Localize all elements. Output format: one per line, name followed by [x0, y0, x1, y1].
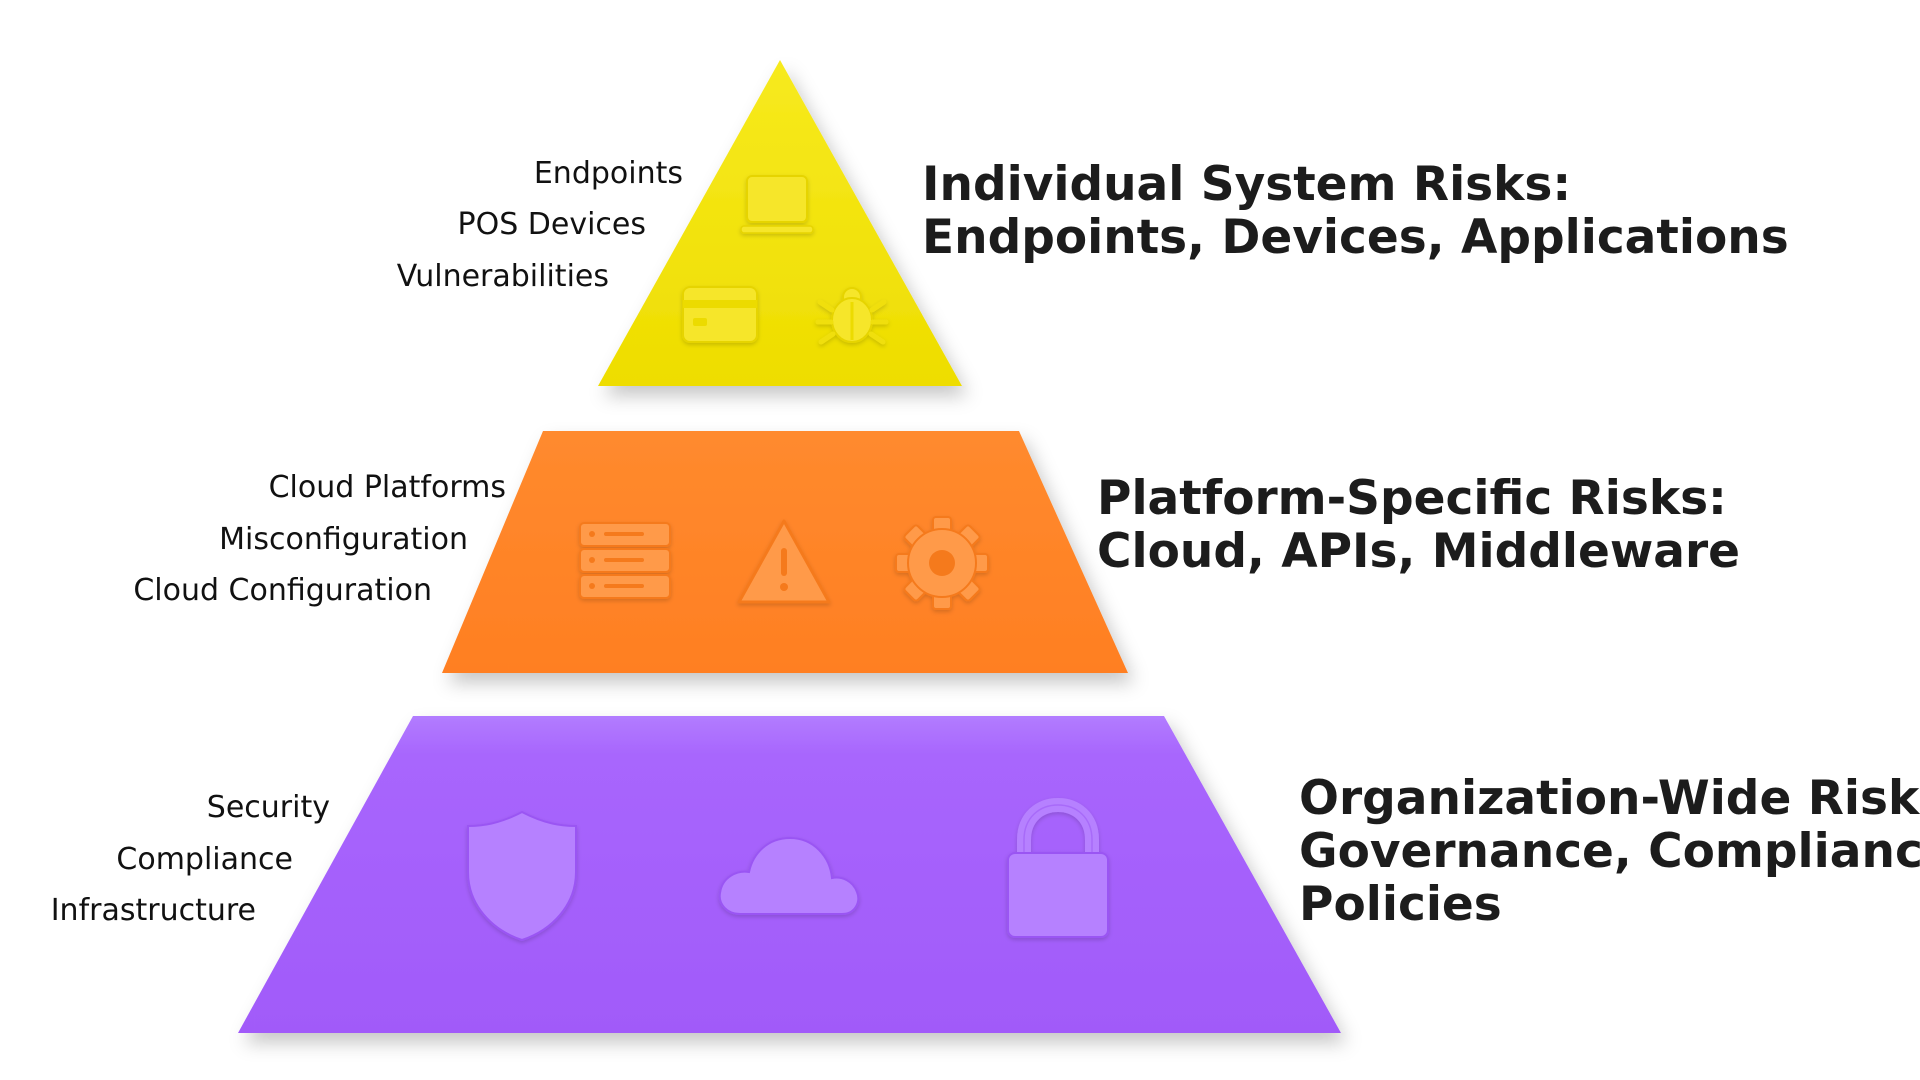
tier-bottom-label-1: Security [206, 790, 330, 825]
tier-middle-label-3: Cloud Configuration [133, 573, 432, 608]
laptop-icon [740, 175, 814, 234]
tier-bottom-heading-line-1: Organization-Wide Risks: [1299, 771, 1920, 826]
gear-icon [895, 516, 989, 610]
tier-bottom-label-3: Infrastructure [50, 893, 256, 928]
tier-middle-heading-line-2: Cloud, APIs, Middleware [1097, 524, 1741, 579]
tier-bottom-heading: Organization-Wide Risks: Governance, Com… [1299, 772, 1920, 931]
tier-bottom-heading-line-3: Policies [1299, 877, 1502, 932]
tier-top-label-3: Vulnerabilities [396, 259, 609, 294]
tier-top-heading-line-1: Individual System Risks: [922, 157, 1572, 212]
tier-middle-label-2: Misconfiguration [219, 522, 468, 557]
tier-middle-heading-line-1: Platform-Specific Risks: [1097, 471, 1727, 526]
tier-middle-heading: Platform-Specific Risks: Cloud, APIs, Mi… [1097, 472, 1740, 578]
tier-middle-label-1: Cloud Platforms [268, 470, 506, 505]
bottom-tier [238, 716, 1341, 1033]
tier-top-heading-line-2: Endpoints, Devices, Applications [922, 210, 1789, 265]
bug-icon [815, 287, 889, 345]
tier-bottom-label-2: Compliance [116, 842, 293, 877]
top-tier [598, 60, 962, 386]
tier-top-label-2: POS Devices [457, 207, 646, 242]
server-icon [579, 522, 671, 599]
tier-top-heading: Individual System Risks: Endpoints, Devi… [922, 158, 1789, 264]
warning-icon [737, 519, 831, 604]
cloud-icon [718, 836, 860, 915]
middle-tier [442, 431, 1128, 673]
credit-card-icon [682, 286, 758, 343]
tier-top-label-1: Endpoints [533, 156, 683, 191]
shield-icon [467, 810, 577, 942]
tier-bottom-heading-line-2: Governance, Compliance, [1299, 824, 1920, 879]
padlock-icon [1007, 797, 1109, 938]
